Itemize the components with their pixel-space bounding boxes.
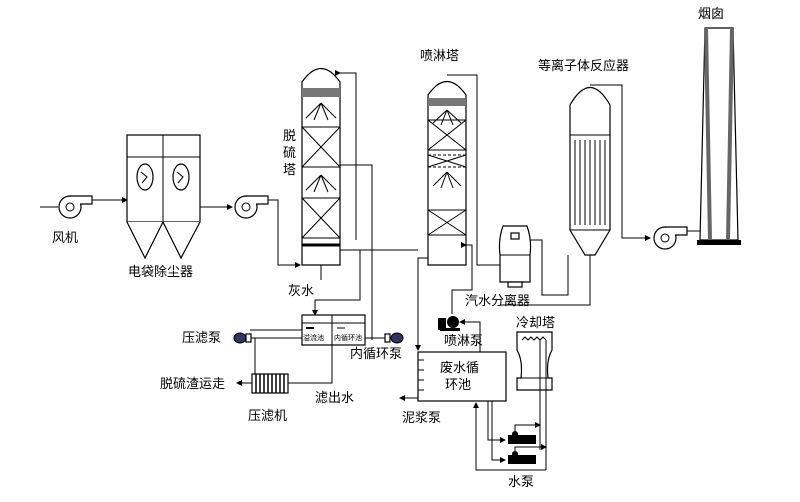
- inner-circulation-pump: [365, 332, 404, 344]
- wastewater-pool: [399, 319, 507, 402]
- spray-pump-label: 喷淋泵: [444, 334, 483, 349]
- spray-tower: [415, 74, 501, 351]
- water-pumps: [473, 401, 547, 471]
- chimney: [697, 27, 741, 245]
- tank: [301, 314, 366, 346]
- fan-2: [234, 195, 301, 268]
- fan-3: [653, 226, 700, 250]
- chimney-label: 烟囱: [698, 7, 724, 22]
- fan-label: 风机: [52, 231, 78, 246]
- filter-press: [236, 345, 333, 394]
- inner-circulation-tank-label: 内循环池: [334, 333, 362, 342]
- cooling-tower-label: 冷却塔: [516, 316, 555, 331]
- plasma-reactor-label: 等离子体反应器: [538, 58, 629, 74]
- inner-pump-label: 内循环泵: [350, 346, 402, 362]
- bag-filter: [126, 134, 233, 260]
- desulfurization-tower-label: 脱 硫 塔: [283, 129, 300, 178]
- wastewater-pool-label: 废水循 环池: [440, 360, 483, 393]
- water-pump-label: 水泵: [508, 475, 534, 490]
- filter-press-label: 压滤机: [248, 409, 287, 424]
- separator-label: 汽水分离器: [465, 293, 530, 309]
- slurry-pump-label: 泥浆泵: [402, 411, 441, 426]
- fan-1: [40, 195, 128, 219]
- filtrate-label: 滤出水: [315, 391, 354, 406]
- desulfurization-tower: [301, 67, 418, 340]
- overflow-tank-label: 溢流池: [303, 333, 324, 342]
- ash-water-label: 灰水: [288, 284, 314, 299]
- bag-filter-label: 电袋除尘器: [128, 265, 193, 280]
- spray-tower-label: 喷淋塔: [420, 49, 459, 64]
- slag-removal-label: 脱硫渣运走: [160, 377, 225, 392]
- steam-water-separator: [498, 225, 569, 296]
- filter-press-pump-label: 压滤泵: [182, 331, 221, 346]
- cooling-tower: [516, 331, 553, 470]
- plasma-reactor: [500, 84, 651, 306]
- spray-pump: [438, 316, 460, 331]
